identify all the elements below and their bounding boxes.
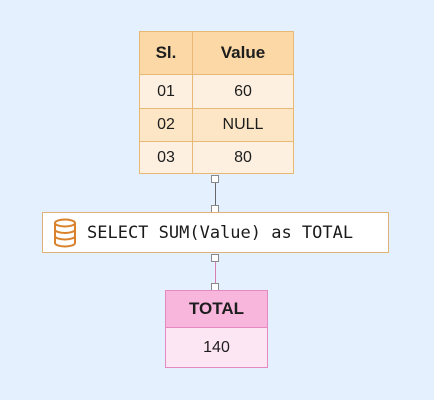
- table-row: 01 60: [140, 75, 293, 109]
- cell-value: 60: [234, 82, 252, 100]
- table-row: 03 80: [140, 142, 293, 173]
- cell-sl: 01: [140, 75, 193, 108]
- sql-query-box: SELECT SUM(Value) as TOTAL: [42, 212, 389, 253]
- cell-value: NULL: [222, 116, 264, 133]
- cell-sl: 03: [140, 142, 193, 173]
- connector-port: [211, 254, 219, 262]
- header-value: Value: [220, 43, 266, 62]
- header-sl: Sl.: [140, 32, 193, 74]
- table-row: 02 NULL: [140, 109, 293, 142]
- source-table-header: Sl. Value: [140, 32, 293, 75]
- connector-port: [211, 175, 219, 183]
- source-table: Sl. Value 01 60 02 NULL 03 80: [139, 31, 294, 174]
- connector-line: [215, 261, 216, 283]
- result-header: TOTAL: [166, 291, 267, 328]
- sql-query-text: SELECT SUM(Value) as TOTAL: [87, 222, 354, 243]
- database-icon: [54, 218, 76, 247]
- connector-line: [215, 182, 216, 208]
- cell-sl: 02: [140, 109, 193, 141]
- result-table: TOTAL 140: [165, 290, 268, 368]
- result-value: 140: [166, 328, 267, 367]
- cell-value: 80: [234, 148, 252, 166]
